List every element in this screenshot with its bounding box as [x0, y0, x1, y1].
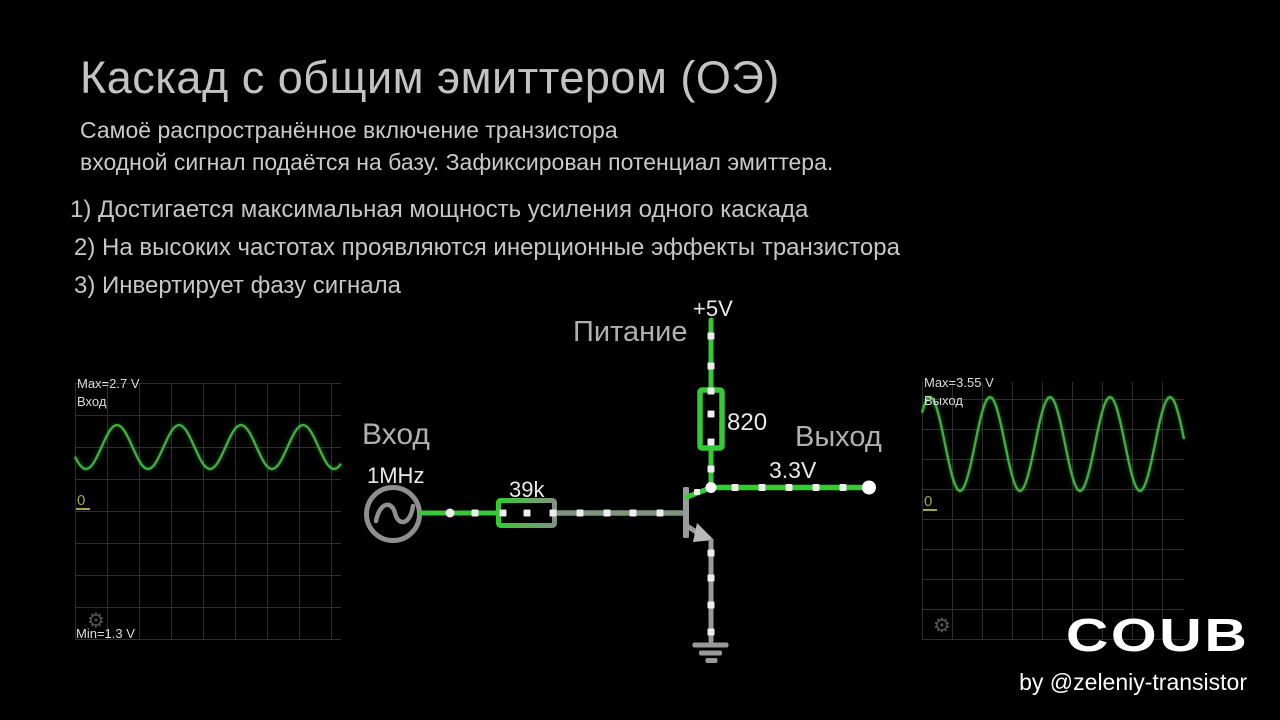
resistor-39k-value: 39k — [509, 477, 545, 502]
ac-source-icon — [364, 485, 422, 543]
scope-zero-marker: 0 — [923, 494, 938, 511]
coub-byline[interactable]: by @zeleniy-transistor — [1019, 669, 1247, 695]
output-voltage: 3.3V — [769, 457, 817, 483]
page-title: Каскад с общим эмиттером (ОЭ) — [80, 52, 780, 103]
subtitle-line-2: входной сигнал подаётся на базу. Зафикси… — [80, 149, 834, 175]
input-frequency: 1MHz — [367, 463, 425, 488]
input-label: Вход — [362, 418, 430, 451]
subtitle: Самоё распространённое включение транзис… — [80, 114, 833, 178]
resistor-820-value: 820 — [727, 409, 768, 436]
subtitle-line-1: Самоё распространённое включение транзис… — [80, 117, 618, 143]
npn-transistor-icon — [683, 485, 714, 542]
scope-max-readout: Max=2.7 V — [77, 376, 140, 391]
output-sine-trace — [920, 395, 1186, 493]
gear-icon[interactable]: ⚙ — [87, 610, 105, 632]
scope-channel-label: Вход — [77, 394, 107, 409]
collector-junction — [705, 482, 717, 493]
output-oscilloscope-panel: Max=3.55 V Выход 0 ⚙ — [920, 375, 1186, 640]
input-oscilloscope-panel: Max=2.7 V Вход 0 ⚙ Min=1.3 V — [73, 376, 342, 641]
list-item: 2) На высоких частотах проявляются инерц… — [74, 234, 900, 261]
gear-icon[interactable]: ⚙ — [933, 615, 951, 637]
coub-logo[interactable]: COUB — [1065, 609, 1249, 661]
input-sine-trace — [73, 423, 342, 471]
ground-icon — [692, 642, 729, 663]
output-terminal — [862, 480, 876, 495]
supply-label: Питание — [573, 316, 688, 348]
current-dots — [445, 332, 847, 636]
list-item: 1) Достигается максимальная мощность уси… — [70, 196, 809, 223]
output-waveform — [920, 395, 1186, 493]
scope-zero-marker: 0 — [76, 493, 91, 510]
list-item: 3) Инвертирует фазу сигнала — [74, 272, 401, 299]
feature-list: 1) Достигается максимальная мощность уси… — [70, 196, 900, 310]
scope-channel-label: Выход — [924, 393, 963, 408]
output-label: Выход — [795, 421, 882, 453]
supply-voltage: +5V — [693, 296, 733, 321]
scope-max-readout: Max=3.55 V — [924, 375, 994, 390]
input-waveform — [73, 423, 342, 471]
scope-min-readout: Min=1.3 V — [76, 626, 135, 641]
